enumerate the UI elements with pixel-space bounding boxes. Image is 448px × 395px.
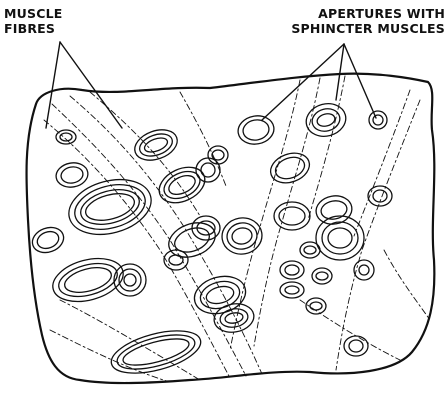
aperture: [107, 323, 205, 382]
aperture: [208, 146, 228, 164]
aperture: [303, 99, 350, 140]
aperture: [114, 264, 146, 296]
aperture: [236, 113, 276, 147]
aperture: [219, 215, 265, 257]
aperture: [56, 130, 76, 144]
aperture: [29, 223, 67, 256]
aperture: [131, 124, 182, 165]
aperture: [312, 268, 332, 284]
aperture: [316, 216, 364, 260]
apertures: [29, 99, 392, 381]
aperture: [280, 261, 304, 279]
aperture: [280, 282, 304, 298]
aperture: [344, 336, 368, 356]
aperture: [274, 202, 310, 230]
aperture: [212, 301, 256, 336]
aperture: [369, 111, 387, 129]
aperture: [164, 250, 188, 270]
aperture: [266, 148, 313, 188]
aperture: [190, 271, 250, 319]
aperture: [54, 160, 90, 189]
aperture: [368, 186, 392, 206]
aperture: [354, 260, 374, 280]
aperture: [314, 193, 354, 227]
pointer-lines: [46, 42, 376, 128]
